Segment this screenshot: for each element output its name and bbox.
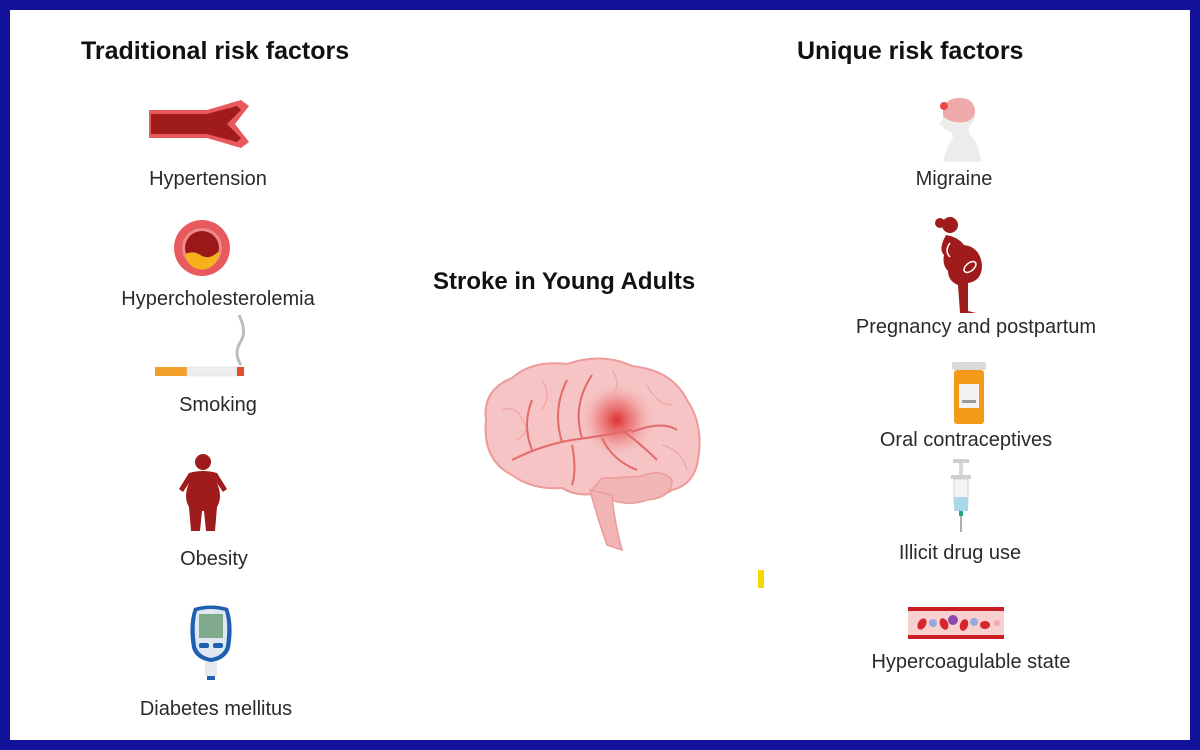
label-hypertension: Hypertension — [149, 168, 267, 190]
unique-risk-heading: Unique risk factors — [797, 37, 1024, 65]
label-obesity: Obesity — [180, 548, 248, 570]
diagram-canvas: Traditional risk factors Hypertension Hy… — [10, 10, 1190, 740]
obese-person-icon — [179, 454, 227, 531]
cigarette-icon — [155, 314, 246, 377]
glucose-meter-icon — [190, 605, 232, 680]
label-pregnancy: Pregnancy and postpartum — [855, 316, 1097, 338]
blood-vessel-icon — [149, 100, 249, 148]
label-hypercoagulable: Hypercoagulable state — [871, 651, 1071, 673]
brain-stroke-icon — [484, 357, 701, 552]
artery-plaque-icon — [174, 220, 230, 276]
pregnant-woman-icon — [935, 217, 982, 313]
label-oral-contraceptives: Oral contraceptives — [879, 429, 1053, 451]
blood-clot-vessel-icon — [908, 607, 1004, 639]
label-illicit-drug-use: Illicit drug use — [898, 542, 1022, 564]
label-diabetes: Diabetes mellitus — [139, 698, 293, 720]
label-hypercholesterolemia: Hypercholesterolemia — [121, 288, 315, 310]
traditional-risk-heading: Traditional risk factors — [81, 37, 350, 65]
label-migraine: Migraine — [915, 168, 993, 190]
yellow-marker — [758, 570, 764, 588]
head-brain-icon — [939, 97, 981, 162]
label-smoking: Smoking — [179, 394, 257, 416]
main-title: Stroke in Young Adults — [433, 268, 696, 295]
pill-bottle-icon — [952, 362, 986, 424]
syringe-icon — [951, 459, 971, 532]
